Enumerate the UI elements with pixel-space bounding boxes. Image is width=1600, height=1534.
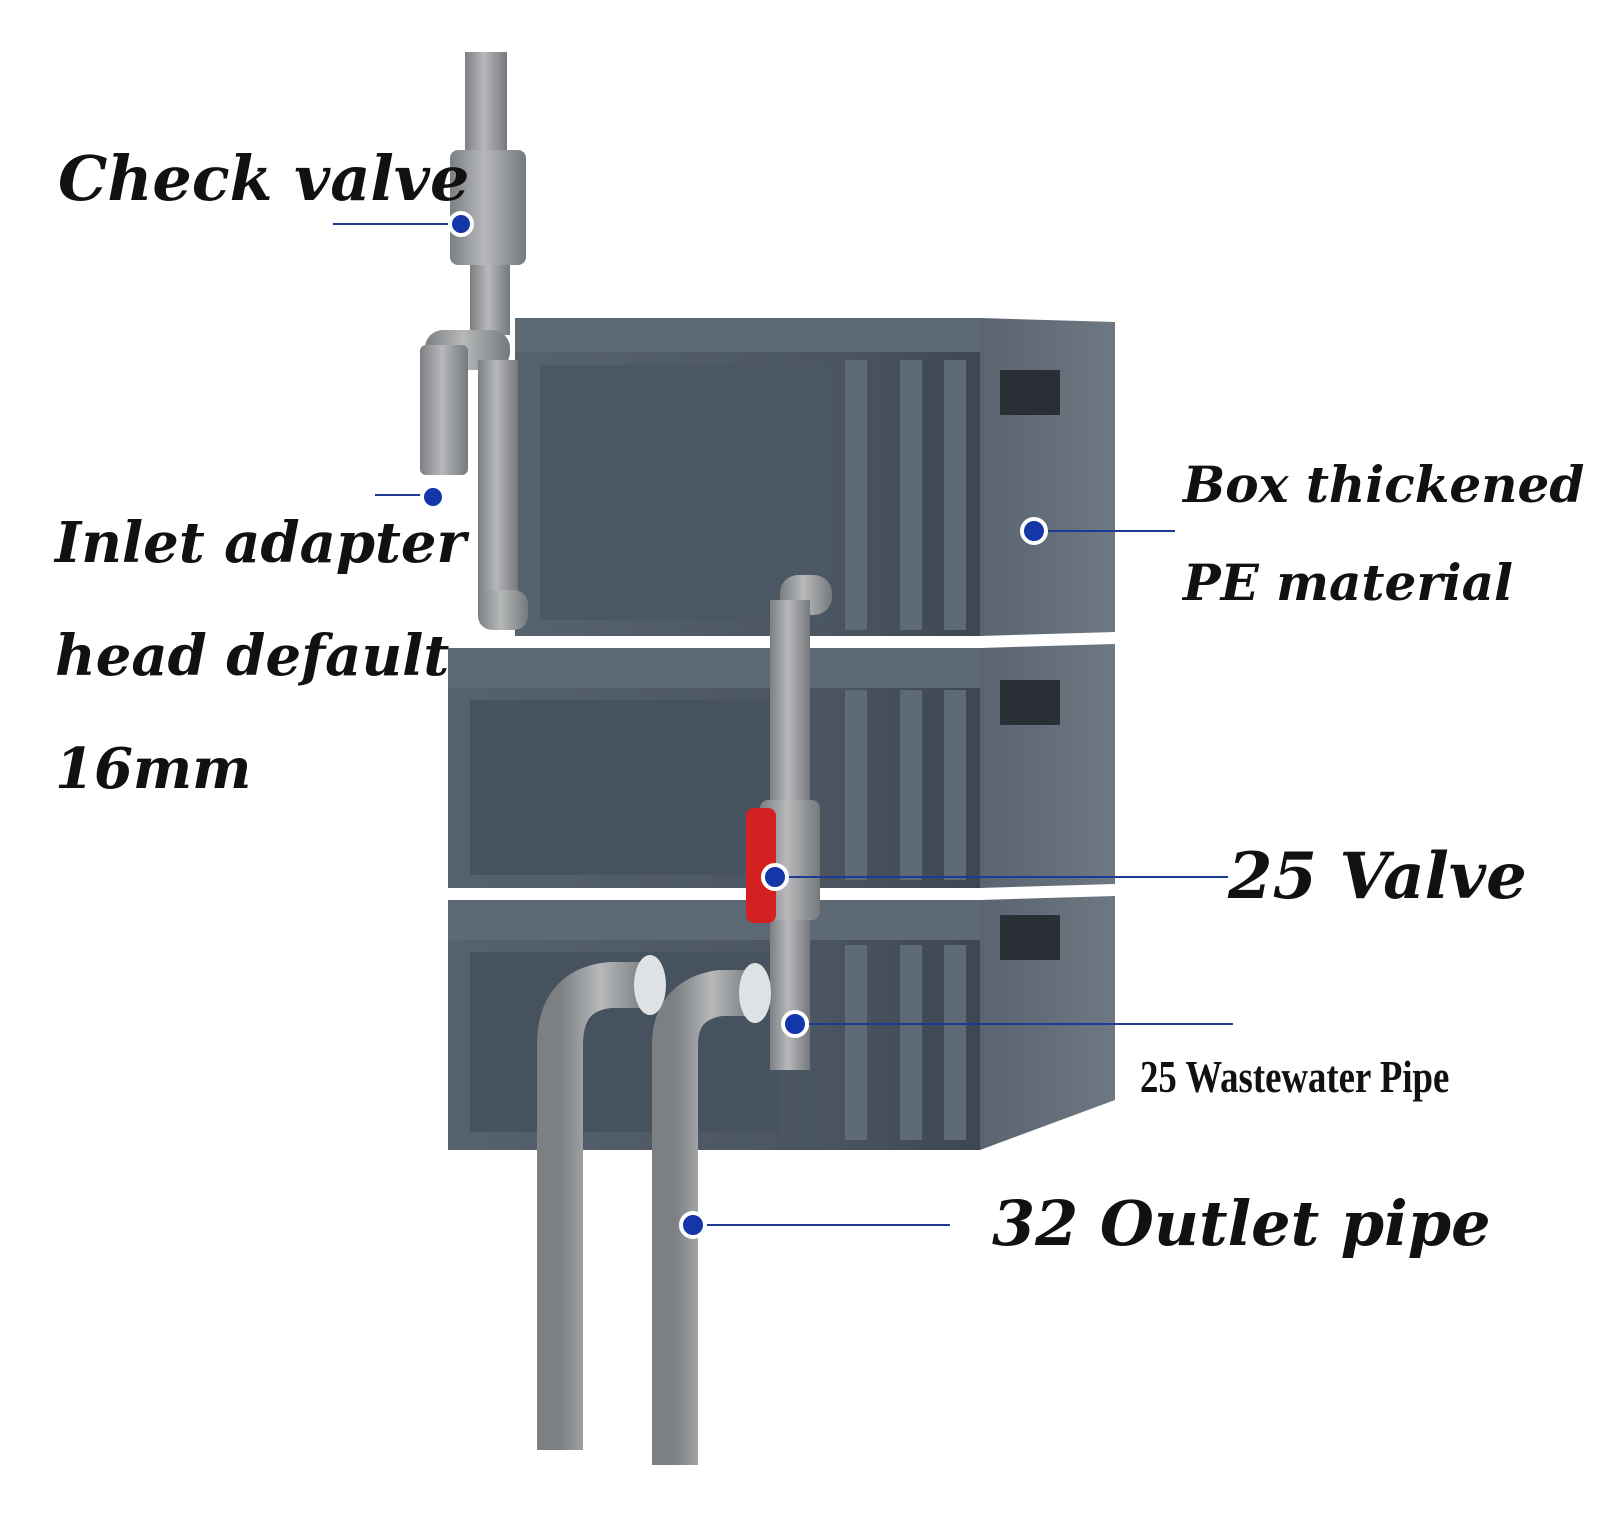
check-valve-pipe-top	[465, 52, 507, 152]
inlet-adapter-label-line2: head default	[55, 623, 450, 689]
leader-lines	[333, 223, 1233, 1226]
valve-25-label: 25 Valve	[1228, 839, 1527, 914]
wastewater-pipe-label: 25 Wastewater Pipe	[1140, 1051, 1450, 1102]
box-material-label-line1: Box thickened	[1183, 455, 1585, 514]
check-valve-body	[450, 150, 526, 265]
outlet-pipe-label: 32 Outlet pipe	[992, 1187, 1491, 1260]
inlet-adapter-label-line1: Inlet adapter	[55, 510, 467, 576]
top-crate	[515, 318, 1115, 636]
check-valve-marker	[448, 211, 474, 237]
outlet-pipe-marker	[679, 1211, 707, 1239]
valve-marker	[761, 863, 789, 891]
valve-handle	[746, 808, 776, 923]
inlet-adapter-label-line3: 16mm	[55, 736, 252, 802]
bottom-crate	[448, 896, 1115, 1150]
crate-stack	[448, 318, 1115, 1150]
inlet-adapter-marker	[420, 484, 446, 510]
wastewater-pipe-marker	[781, 1010, 809, 1038]
inlet-adapter-pipe	[420, 345, 468, 475]
middle-crate	[448, 644, 1115, 888]
box-material-marker	[1020, 517, 1048, 545]
box-material-label-line2: PE material	[1183, 553, 1514, 612]
pipework	[420, 52, 832, 1465]
check-valve-label: Check valve	[58, 142, 470, 215]
